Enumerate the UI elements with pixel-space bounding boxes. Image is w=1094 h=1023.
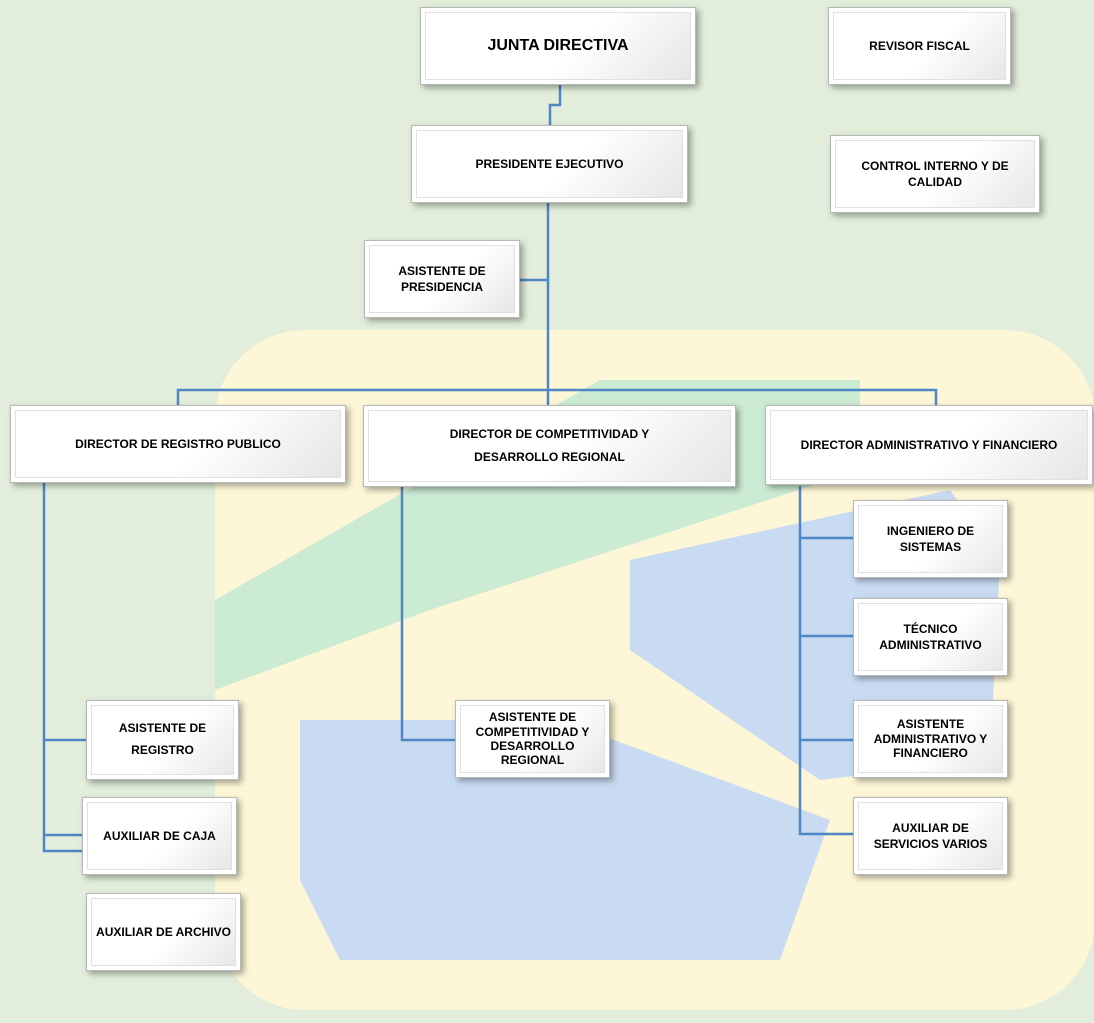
revisor-fiscal-label: REVISOR FISCAL xyxy=(869,38,970,53)
revisor-fiscal-box: REVISOR FISCAL xyxy=(828,7,1011,85)
tecnico-administrativo-label: TÉCNICO ADMINISTRATIVO xyxy=(879,621,982,652)
asistente-competitividad-box: ASISTENTE DE COMPETITIVIDAD Y DESARROLLO… xyxy=(455,700,610,778)
director-competitividad-box: DIRECTOR DE COMPETITIVIDAD Y DESARROLLO … xyxy=(363,405,736,487)
control-interno-box: CONTROL INTERNO Y DE CALIDAD xyxy=(830,135,1040,213)
auxiliar-servicios-label: AUXILIAR DE SERVICIOS VARIOS xyxy=(873,820,988,851)
connector-administrativo-branch xyxy=(798,486,853,836)
connector-junta-presidente xyxy=(548,85,562,125)
asistente-registro-label: ASISTENTE DE REGISTRO xyxy=(118,721,207,757)
ingeniero-sistemas-box: INGENIERO DE SISTEMAS xyxy=(853,500,1008,578)
auxiliar-archivo-label: AUXILIAR DE ARCHIVO xyxy=(96,924,231,939)
asistente-administrativo-label: ASISTENTE ADMINISTRATIVO Y FINANCIERO xyxy=(873,717,988,761)
director-administrativo-label: DIRECTOR ADMINISTRATIVO Y FINANCIERO xyxy=(800,437,1058,452)
director-registro-box: DIRECTOR DE REGISTRO PUBLICO xyxy=(10,405,346,483)
director-competitividad-label: DIRECTOR DE COMPETITIVIDAD Y DESARROLLO … xyxy=(449,427,650,464)
presidente-ejecutivo-box: PRESIDENTE EJECUTIVO xyxy=(411,125,688,203)
asistente-administrativo-box: ASISTENTE ADMINISTRATIVO Y FINANCIERO xyxy=(853,700,1008,778)
junta-directiva-box: JUNTA DIRECTIVA xyxy=(420,7,696,85)
director-registro-label: DIRECTOR DE REGISTRO PUBLICO xyxy=(75,436,281,451)
asistente-presidencia-box: ASISTENTE DE PRESIDENCIA xyxy=(364,240,520,318)
asistente-registro-box: ASISTENTE DE REGISTRO xyxy=(86,700,239,780)
director-administrativo-box: DIRECTOR ADMINISTRATIVO Y FINANCIERO xyxy=(765,405,1093,485)
asistente-competitividad-label: ASISTENTE DE COMPETITIVIDAD Y DESARROLLO… xyxy=(475,710,590,768)
connector-registro-branch xyxy=(42,482,86,853)
connector-director-bar xyxy=(176,388,938,405)
watermark-blue-band-lower xyxy=(300,720,830,960)
connector-competitividad-branch xyxy=(400,486,455,742)
auxiliar-caja-box: AUXILIAR DE CAJA xyxy=(82,797,237,875)
junta-directiva-label: JUNTA DIRECTIVA xyxy=(487,37,629,55)
tecnico-administrativo-box: TÉCNICO ADMINISTRATIVO xyxy=(853,598,1008,676)
presidente-ejecutivo-label: PRESIDENTE EJECUTIVO xyxy=(475,156,624,171)
asistente-presidencia-label: ASISTENTE DE PRESIDENCIA xyxy=(398,263,486,294)
ingeniero-sistemas-label: INGENIERO DE SISTEMAS xyxy=(886,523,975,554)
control-interno-label: CONTROL INTERNO Y DE CALIDAD xyxy=(861,158,1009,189)
auxiliar-servicios-box: AUXILIAR DE SERVICIOS VARIOS xyxy=(853,797,1008,875)
auxiliar-archivo-box: AUXILIAR DE ARCHIVO xyxy=(86,893,241,971)
auxiliar-caja-label: AUXILIAR DE CAJA xyxy=(103,828,216,843)
